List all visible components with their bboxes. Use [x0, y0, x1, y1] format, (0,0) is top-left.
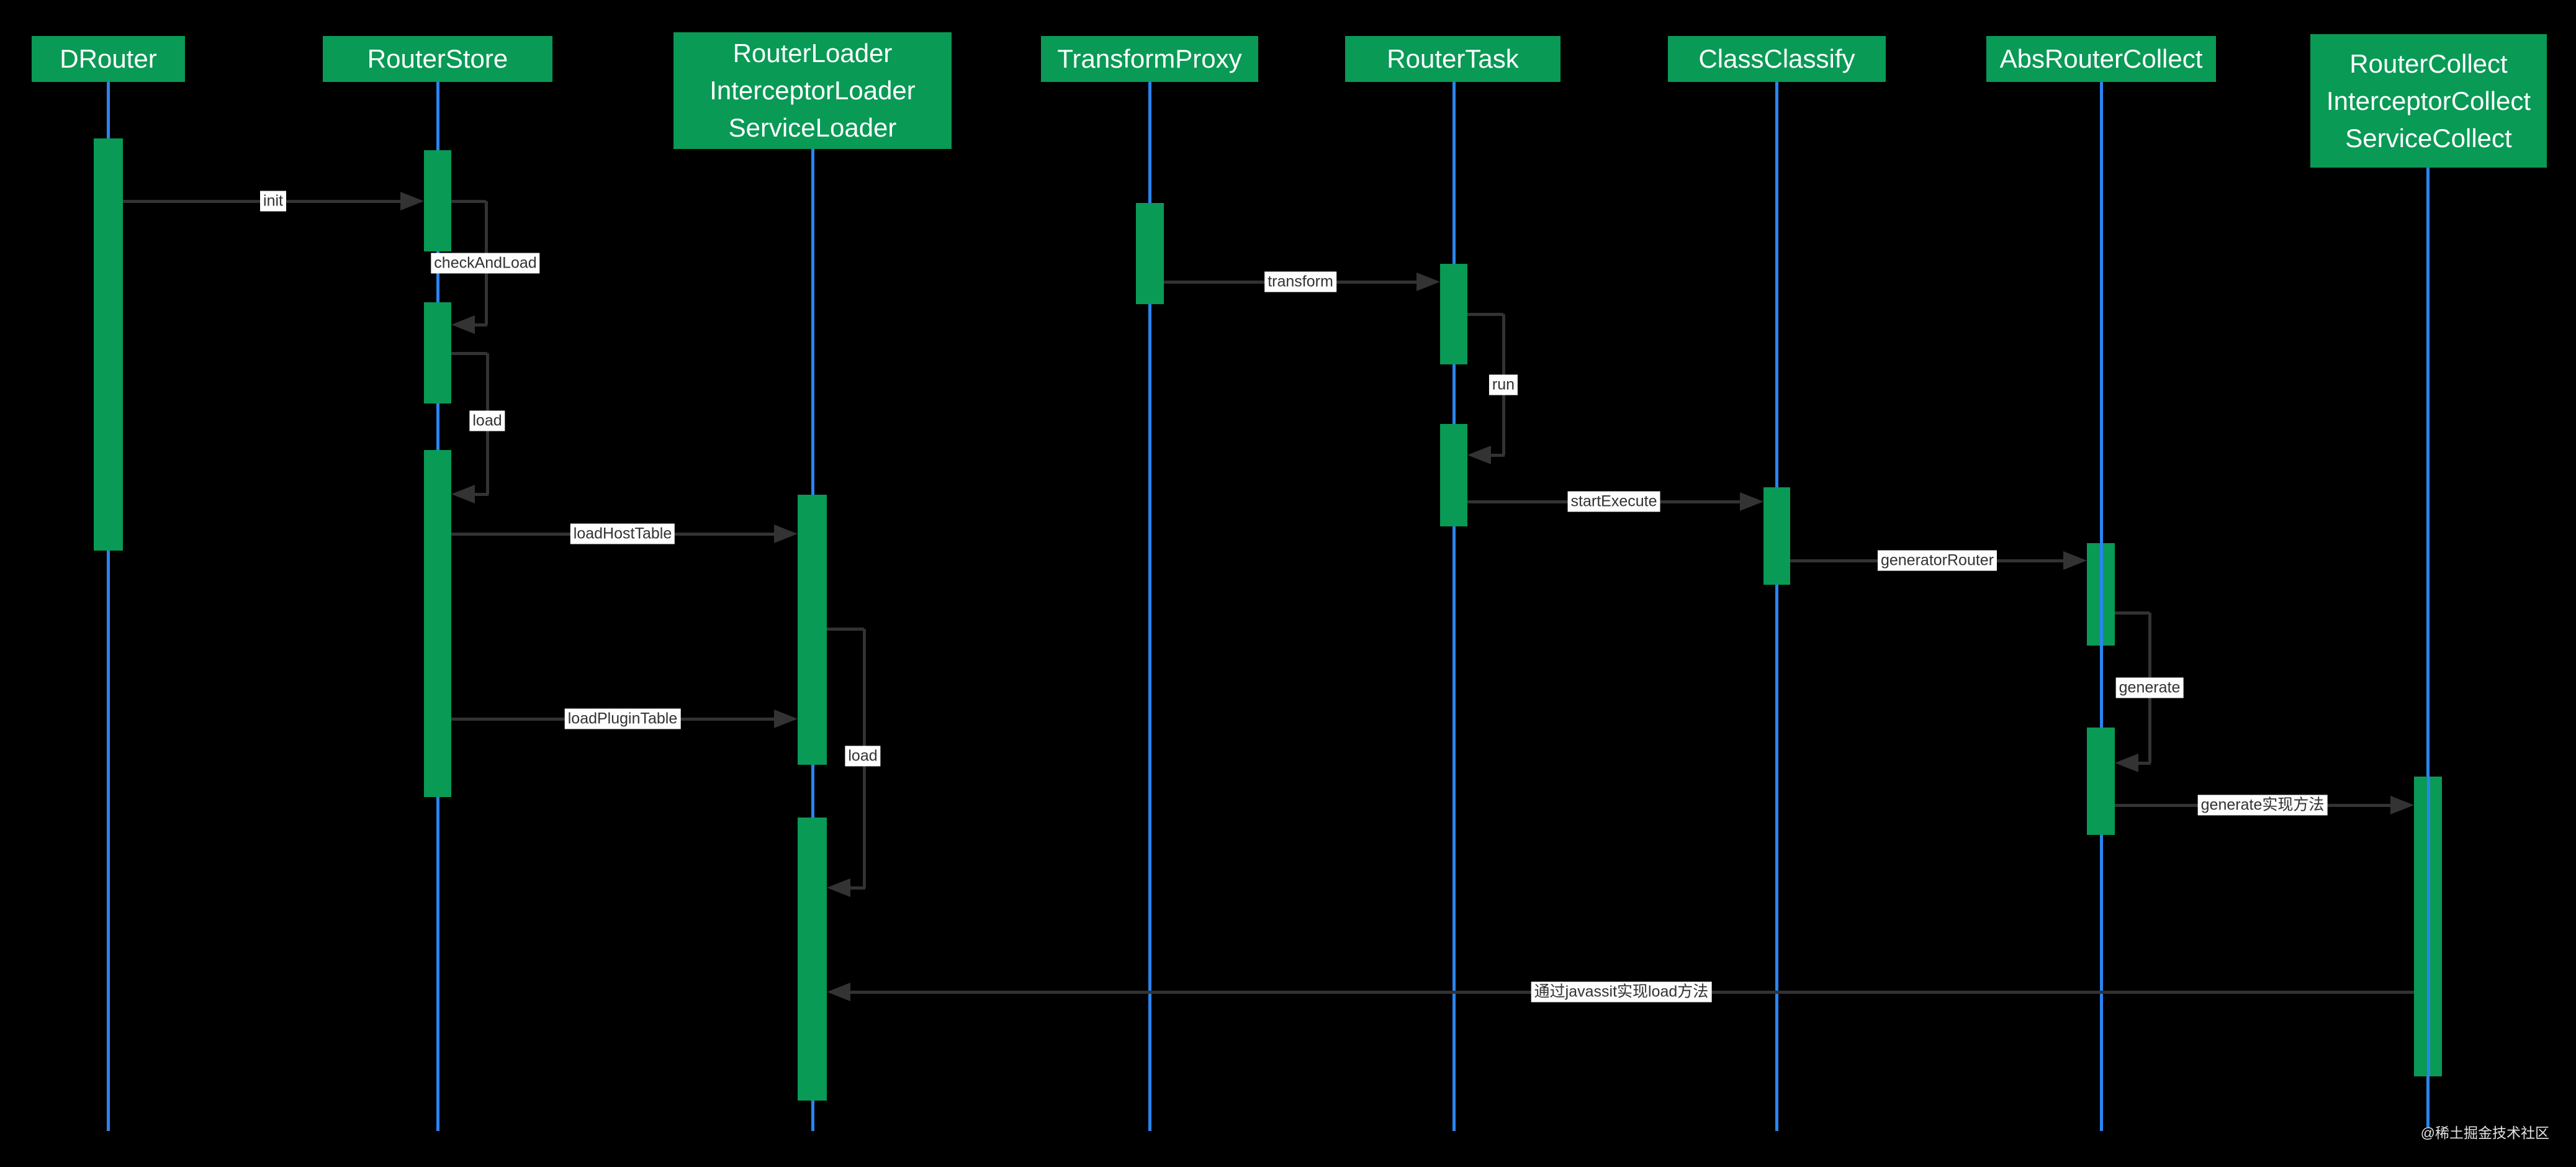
message-check-and-load-line-bottom [471, 323, 487, 327]
message-label-load-plugin-table: loadPluginTable [564, 708, 681, 729]
participant-label: AbsRouterCollect [1999, 44, 2203, 73]
participant-box-transformproxy: TransformProxy [1041, 36, 1258, 82]
message-generate-impl-arrowhead [2390, 796, 2414, 814]
participant-label: ClassClassify [1698, 44, 1855, 73]
message-label-start-execute: startExecute [1567, 491, 1660, 512]
participant-label: RouterCollect [2349, 48, 2508, 78]
message-check-and-load-line-top [451, 200, 486, 203]
message-transform-arrowhead [1416, 273, 1440, 291]
message-label-load-routerstore: load [469, 410, 505, 431]
message-label-javassit-load: 通过javassit实现load方法 [1531, 981, 1712, 1003]
activation-classclassify-bar [1763, 487, 1790, 585]
message-label-init: init [260, 191, 286, 212]
message-run-line-top [1467, 313, 1503, 316]
message-load-plugin-table-arrowhead [774, 710, 798, 728]
lifeline-through-routercollect-bar [2426, 777, 2430, 1076]
watermark: @稀土掘金技术社区 [2420, 1125, 2549, 1141]
message-start-execute-arrowhead [1740, 492, 1763, 511]
activation-routerstore-bar3 [424, 450, 451, 797]
message-load-routerloader-arrowhead [827, 878, 850, 897]
message-label-load-host-table: loadHostTable [570, 523, 675, 544]
participant-label: InterceptorCollect [2326, 86, 2531, 115]
message-load-routerstore-arrowhead [451, 485, 475, 503]
participant-label: RouterTask [1387, 44, 1519, 73]
message-load-routerstore-line-bottom [471, 493, 489, 496]
lifeline-drouter [107, 82, 110, 1131]
activation-transformproxy-bar [1136, 203, 1164, 304]
participant-label: DRouter [60, 44, 157, 73]
message-label-generate: generate [2115, 677, 2184, 698]
activation-absroutercollect-bar1 [2087, 543, 2115, 646]
message-generate-line-top [2115, 611, 2150, 615]
activation-routertask-bar1 [1440, 264, 1467, 364]
message-generate-line-bottom [2135, 762, 2151, 765]
message-label-transform: transform [1264, 271, 1336, 292]
participant-box-absroutercollect: AbsRouterCollect [1986, 36, 2216, 82]
activation-routertask-bar2 [1440, 424, 1467, 526]
participant-label: ServiceCollect [2345, 123, 2512, 153]
message-check-and-load-arrowhead [451, 315, 475, 334]
message-load-host-table-arrowhead [774, 525, 798, 543]
lifeline-through-absroutercollect-bar1 [2099, 543, 2103, 646]
participant-label: ServiceLoader [728, 113, 897, 142]
message-javassit-load-arrowhead [827, 983, 850, 1001]
message-generate-arrowhead [2115, 754, 2138, 772]
activation-routerloader-bar1 [798, 495, 827, 765]
lifeline-routertask [1452, 82, 1456, 1131]
participant-label: TransformProxy [1057, 44, 1242, 73]
activation-absroutercollect-bar2 [2087, 728, 2115, 835]
lifeline-routercollect [2426, 168, 2430, 1127]
participant-box-classclassify: ClassClassify [1668, 36, 1886, 82]
participant-box-routerstore: RouterStore [323, 36, 552, 82]
lifeline-classclassify [1775, 82, 1778, 1131]
message-generator-router-arrowhead [2063, 551, 2087, 570]
participant-label: RouterLoader [732, 38, 893, 68]
participant-label: InterceptorLoader [709, 76, 916, 105]
lifeline-transformproxy [1148, 82, 1151, 1131]
message-label-run: run [1488, 374, 1518, 395]
message-label-generator-router: generatorRouter [1877, 550, 1997, 571]
participant-box-routertask: RouterTask [1345, 36, 1560, 82]
activation-drouter-bar [94, 138, 123, 551]
activation-routerstore-bar1 [424, 150, 451, 251]
participant-box-drouter: DRouter [32, 36, 185, 82]
activation-routerloader-bar2 [798, 818, 827, 1101]
participant-label: RouterStore [367, 44, 508, 73]
message-init-arrowhead [400, 192, 424, 210]
message-label-check-and-load: checkAndLoad [431, 253, 540, 274]
activation-routercollect-bar [2414, 777, 2442, 1076]
message-load-routerstore-line-top [451, 352, 487, 355]
message-load-routerloader-line-bottom [847, 886, 865, 890]
message-run-line-bottom [1487, 454, 1505, 457]
message-run-arrowhead [1467, 446, 1491, 464]
message-load-routerloader-line-top [827, 628, 864, 631]
activation-routerstore-bar2 [424, 302, 451, 403]
message-label-load-routerloader: load [845, 746, 881, 767]
message-label-generate-impl: generate实现方法 [2197, 795, 2328, 816]
